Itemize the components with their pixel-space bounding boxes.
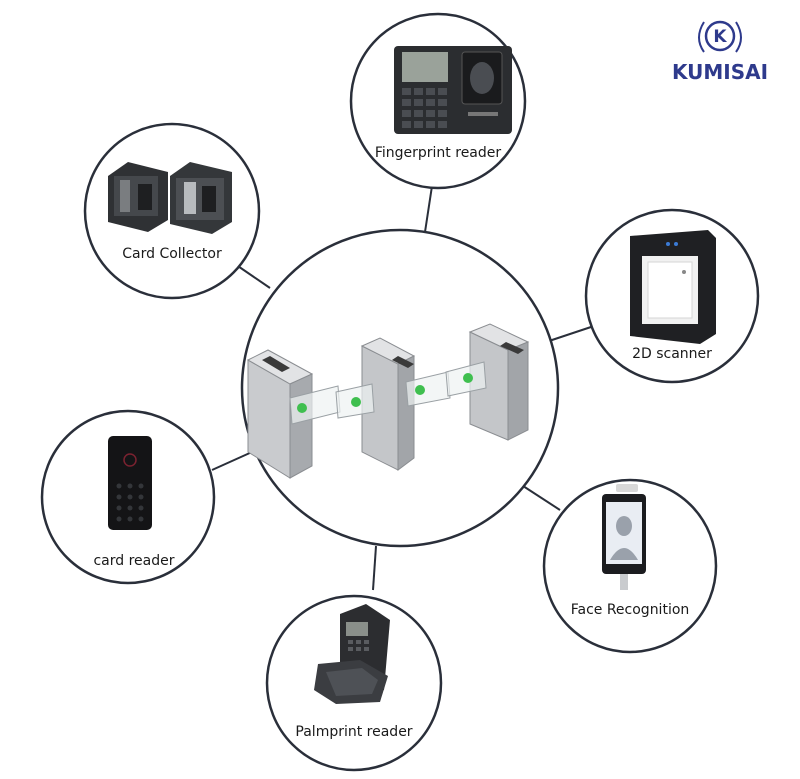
2d-scanner-icon (630, 230, 716, 344)
face-recognition-icon (602, 484, 646, 590)
svg-text:K: K (713, 27, 727, 47)
label-fingerprint-reader: Fingerprint reader (375, 145, 502, 161)
device-card-reader: card reader (40, 409, 216, 585)
connector-2d-scanner (545, 325, 595, 343)
label-palmprint-reader: Palmprint reader (295, 724, 412, 740)
label-2d-scanner: 2D scanner (632, 346, 712, 362)
fingerprint-device-icon (394, 46, 512, 134)
device-fingerprint-reader: Fingerprint reader (349, 12, 527, 190)
device-card-collector: Card Collector (83, 122, 261, 300)
connector-fingerprint (424, 185, 433, 233)
label-card-reader: card reader (93, 553, 174, 569)
card-reader-icon (108, 436, 152, 530)
brand-emblem-icon: K (698, 20, 742, 53)
turnstile-gates-illustration (246, 323, 530, 479)
device-2d-scanner: 2D scanner (584, 208, 760, 384)
connector-card-reader (211, 451, 253, 471)
card-collector-icon (108, 162, 232, 234)
palmprint-reader-icon (314, 604, 390, 704)
brand-logo: K KUMISAI (664, 14, 776, 84)
device-palmprint-reader: Palmprint reader (265, 594, 443, 772)
center-hub (240, 228, 560, 548)
device-face-recognition: Face Recognition (542, 478, 718, 654)
brand-name: KUMISAI (671, 60, 769, 84)
label-card-collector: Card Collector (122, 246, 222, 262)
label-face-recognition: Face Recognition (571, 602, 690, 618)
connector-palmprint (372, 545, 377, 591)
connector-face-recognition (519, 483, 561, 511)
